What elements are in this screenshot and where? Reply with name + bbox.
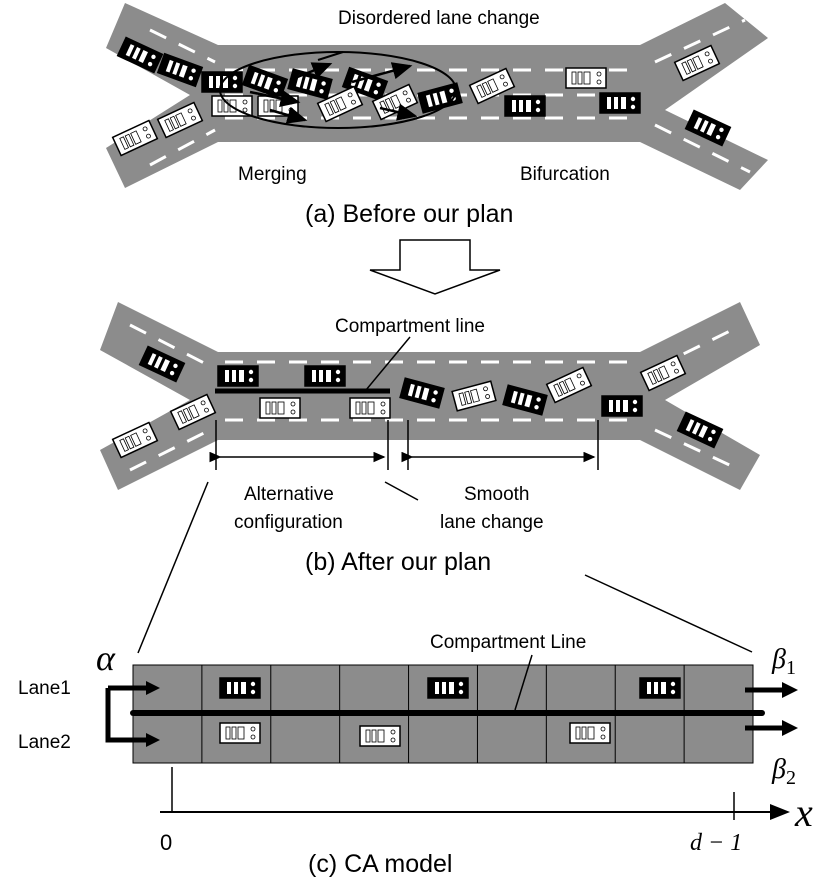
alpha-symbol: α: [96, 638, 116, 678]
label-lane1: Lane1: [18, 678, 71, 699]
caption-b: (b) After our plan: [305, 548, 491, 576]
annotation-compartment-c: Compartment Line: [430, 632, 586, 653]
label-lane-change: lane change: [440, 512, 544, 533]
annotation-disordered: Disordered lane change: [338, 8, 540, 29]
tick-start: 0: [160, 830, 172, 855]
label-smooth: Smooth: [464, 484, 529, 505]
disorder-ellipse: [219, 51, 457, 129]
entry-arrows: [105, 685, 150, 743]
label-bifurcation: Bifurcation: [520, 164, 610, 185]
caption-c: (c) CA model: [308, 850, 452, 878]
panel-b: Compartment line Alternative configurati…: [100, 302, 760, 576]
exit-arrows: [745, 687, 785, 731]
down-arrow: [369, 239, 501, 295]
label-configuration: configuration: [234, 512, 343, 533]
zoom-line-left: [137, 481, 209, 654]
x-axis-label: x: [794, 790, 813, 835]
dimension-lines: [209, 420, 599, 470]
panel-c: Compartment Line Lane1 Lane2 α β1 β2 x 0…: [18, 632, 813, 878]
beta2-symbol: β2: [771, 754, 796, 789]
tick-end: d − 1: [690, 830, 742, 856]
label-merging: Merging: [238, 164, 307, 185]
label-lane2: Lane2: [18, 732, 71, 753]
annotation-compartment: Compartment line: [335, 316, 485, 337]
caption-a: (a) Before our plan: [305, 200, 513, 228]
label-alternative: Alternative: [244, 484, 334, 505]
zoom-line-right: [584, 574, 753, 653]
panel-a: Disordered lane change Merging Bifurcati…: [106, 3, 768, 228]
beta1-symbol: β1: [771, 644, 796, 679]
